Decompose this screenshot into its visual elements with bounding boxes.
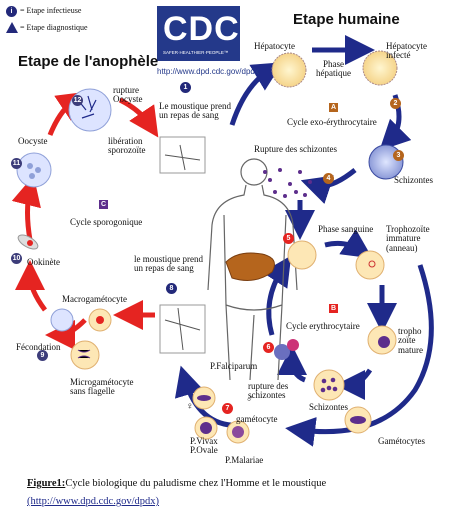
legend-diagnostic-icon — [6, 22, 18, 33]
cdc-url: http://www.dpd.cdc.gov/dpdx — [157, 67, 259, 76]
arrow-to-ring — [324, 229, 373, 259]
arrow-to-rupture2 — [277, 345, 308, 383]
rbc-ring — [355, 250, 385, 280]
badge-10: 10 — [11, 253, 22, 264]
label-schizontes: Schizontes — [394, 175, 433, 185]
figure-caption: Figure1:Cycle biologique du paludisme ch… — [27, 478, 326, 489]
rbc-schizont — [313, 369, 345, 401]
label-schizontes-2: Schizontes — [309, 402, 348, 412]
cdc-tagline: SAFER·HEALTHIER·PEOPLE™ — [163, 50, 229, 55]
label-trophozoite-immature: Trophozoïte immature (anneau) — [386, 224, 430, 253]
label-liberation-sporozoite: libération sporozoïte — [108, 136, 146, 156]
rupture2-cells — [274, 339, 299, 360]
label-oocyste: Oocyste — [18, 136, 48, 146]
human-figure — [207, 158, 298, 381]
title-human-stage: Etape humaine — [293, 11, 400, 28]
arrow-to-schizont2 — [335, 368, 373, 400]
arrow-to-hepatocyte — [229, 62, 283, 126]
label-infected-hepatocyte: Hépatocyte infecté — [386, 41, 427, 61]
label-rupture-oocyste: rupture Oocyste — [113, 85, 143, 105]
mature-parasite — [378, 336, 390, 348]
badge-2: 2 — [390, 98, 401, 109]
badge-8: 8 — [166, 283, 177, 294]
badge-9: 9 — [37, 350, 48, 361]
macrogametocyte-cell — [50, 308, 74, 332]
label-cycle-sporogonique: Cycle sporogonique — [70, 217, 143, 227]
badge-6: 6 — [263, 342, 274, 353]
label-mosquito-meal-1: Le moustique prend un repas de sang — [159, 101, 231, 121]
mosquito-cycle-arrows — [11, 91, 159, 350]
label-rupture-schizontes-2: rupture des schizontes — [248, 381, 289, 401]
arrow-sporozoite-to-meal — [118, 97, 159, 138]
liver — [225, 252, 275, 281]
badge-5: 5 — [283, 233, 294, 244]
label-trophozoite-mature: tropho zoïte mature — [398, 326, 423, 355]
arrow-ookinete-to-oocyst — [11, 175, 41, 241]
ring-parasite — [368, 260, 376, 268]
section-c-marker: C — [99, 200, 108, 209]
rbc-blood-phase — [287, 240, 317, 270]
label-rupture-schizontes: Rupture des schizontes — [254, 144, 337, 154]
label-hepatocyte: Hépatocyte — [254, 41, 295, 51]
microgametocyte-cell — [70, 340, 100, 370]
label-cycle-exo: Cycle exo-érythrocytaire — [287, 117, 377, 127]
caption-url-link[interactable]: (http://www.dpd.cdc.gov/dpdx) — [27, 496, 160, 507]
male-symbol: ♂ — [246, 394, 254, 405]
arrow-back-up — [262, 255, 292, 336]
section-a-marker: A — [329, 103, 338, 112]
infected-hepatocyte-cell — [362, 50, 398, 86]
badge-11: 11 — [11, 158, 22, 169]
hepatocyte-cell — [271, 52, 307, 88]
badge-1: 1 — [180, 82, 191, 93]
female-symbol: ♀ — [186, 401, 194, 412]
rupture-schizonts-scatter — [263, 168, 312, 198]
label-fecondation: Fécondation — [16, 342, 61, 352]
cdc-logo: CDC SAFER·HEALTHIER·PEOPLE™ — [157, 6, 240, 61]
legend-infective-icon: i — [6, 6, 17, 17]
cdc-logo-text: CDC — [163, 10, 240, 48]
arrow-fecondation-to-ookinete — [15, 260, 48, 312]
label-phase-sanguine: Phase sanguine — [318, 224, 374, 234]
label-cycle-erythrocytaire: Cycle erythrocytaire — [286, 321, 360, 331]
label-p-malariae: P.Malariae — [225, 455, 264, 465]
label-gametocyte: gamétocyte — [236, 414, 278, 424]
label-phase-hepatique: Phase hépatique — [316, 59, 351, 79]
label-ookinete: Ookinète — [27, 257, 60, 267]
arrow-gametocyte-long — [285, 264, 434, 447]
label-p-falciparum: P.Falciparum — [210, 361, 258, 371]
label-gametocytes: Gamétocytes — [378, 436, 425, 446]
legend-infective-label: = Etape infectieuse — [20, 6, 82, 15]
arrow-to-rupture — [300, 168, 357, 204]
oocyst-cell — [16, 152, 52, 188]
badge-12: 12 — [72, 95, 83, 106]
arrow-macro-to-fecondation — [45, 318, 87, 350]
caption-url: (http://www.dpd.cdc.gov/dpdx) — [27, 496, 159, 507]
section-b-marker: B — [329, 304, 338, 313]
caption-label: Figure1: — [27, 478, 66, 489]
badge-3: 3 — [393, 150, 404, 161]
legend-diagnostic-label: = Etape diagnostique — [20, 23, 88, 32]
caption-text: Cycle biologique du paludisme chez l'Hom… — [65, 478, 327, 489]
badge-4: 4 — [323, 173, 334, 184]
title-mosquito-stage: Etape de l'anophèle — [18, 53, 159, 70]
label-macrogametocyte: Macrogamétocyte — [62, 294, 127, 304]
label-p-vivax-ovale: P.Vivax P.Ovale — [190, 436, 218, 456]
label-mosquito-meal-2: le moustique prend un repas de sang — [134, 254, 203, 274]
badge-7: 7 — [222, 403, 233, 414]
label-microgametocyte: Microgamétocyte sans flagelle — [70, 377, 134, 397]
